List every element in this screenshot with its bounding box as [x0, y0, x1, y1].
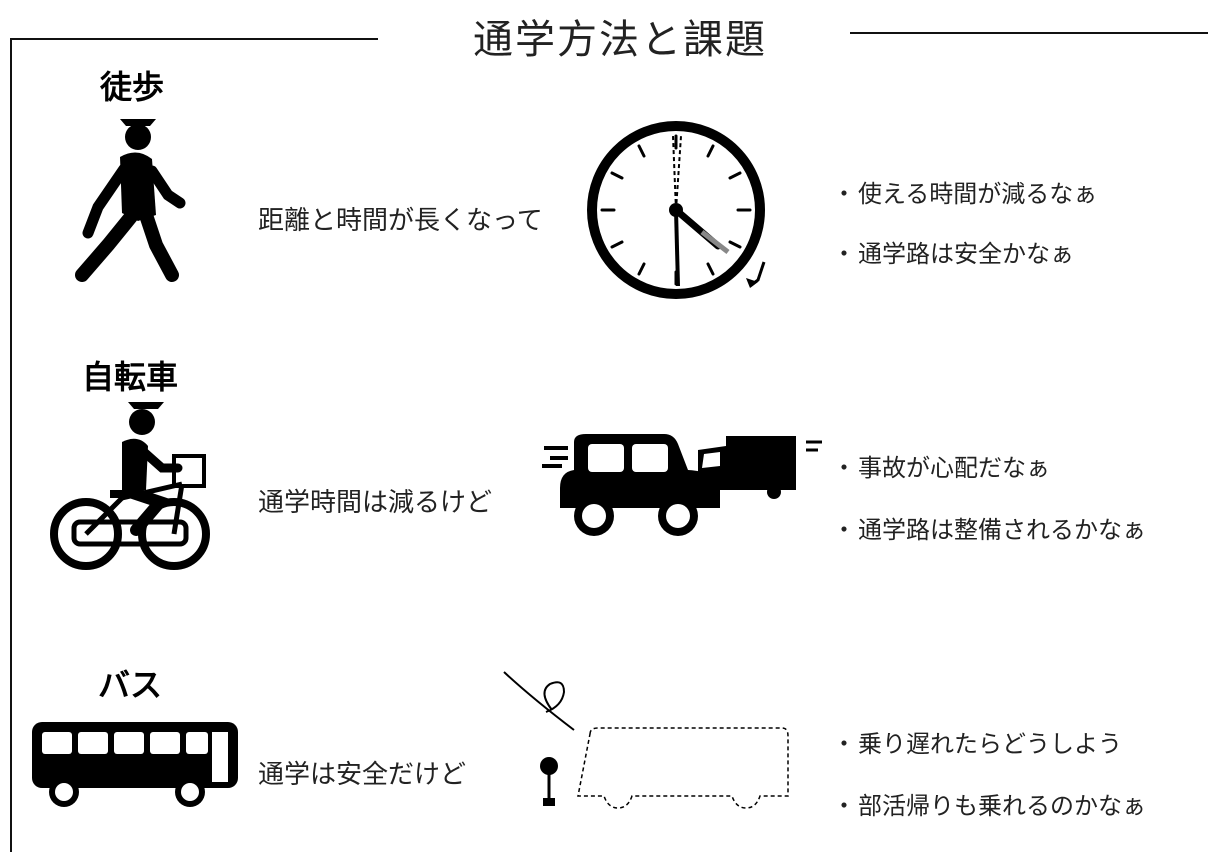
- mode-label-walk: 徒歩: [100, 68, 165, 106]
- cause-text-bus: 通学は安全だけど: [258, 760, 467, 790]
- cause-text-walk: 距離と時間が長くなって: [258, 206, 543, 236]
- bus-icon: [32, 722, 238, 807]
- cyclist-icon: [50, 402, 210, 570]
- concern-text: 事故が心配だなぁ: [858, 454, 1050, 482]
- concern-text: 通学路は整備されるかなぁ: [858, 516, 1146, 544]
- mode-label-bicycle: 自転車: [82, 358, 179, 396]
- bullet: ・: [832, 454, 856, 482]
- bullet: ・: [832, 516, 856, 544]
- frame-left: [10, 38, 12, 852]
- cause-text-bicycle: 通学時間は減るけど: [258, 488, 493, 518]
- bullet: ・: [832, 240, 856, 268]
- mode-label-bus: バス: [98, 666, 163, 704]
- frame-top-right: [850, 32, 1208, 34]
- bullet: ・: [832, 180, 856, 208]
- bullet: ・: [832, 730, 856, 758]
- concern-text: 乗り遅れたらどうしよう: [858, 730, 1122, 758]
- concern-text: 使える時間が減るなぁ: [858, 180, 1098, 208]
- bullet: ・: [832, 792, 856, 820]
- missed-bus-icon: [503, 671, 789, 809]
- clock-icon: [587, 121, 766, 299]
- frame-top-left: [10, 38, 378, 40]
- concern-bicycle-1: ・事故が心配だなぁ: [832, 448, 1050, 483]
- car-and-truck-icon: [542, 434, 822, 536]
- concern-bicycle-2: ・通学路は整備されるかなぁ: [832, 510, 1146, 545]
- concern-walk-1: ・使える時間が減るなぁ: [832, 174, 1097, 209]
- page-title: 通学方法と課題: [473, 17, 767, 63]
- concern-text: 部活帰りも乗れるのかなぁ: [858, 792, 1146, 820]
- concern-text: 通学路は安全かなぁ: [858, 240, 1074, 268]
- concern-walk-2: ・通学路は安全かなぁ: [832, 234, 1074, 269]
- concern-bus-1: ・乗り遅れたらどうしよう: [832, 724, 1122, 759]
- concern-bus-2: ・部活帰りも乗れるのかなぁ: [832, 786, 1146, 821]
- walking-person-icon: [75, 119, 186, 282]
